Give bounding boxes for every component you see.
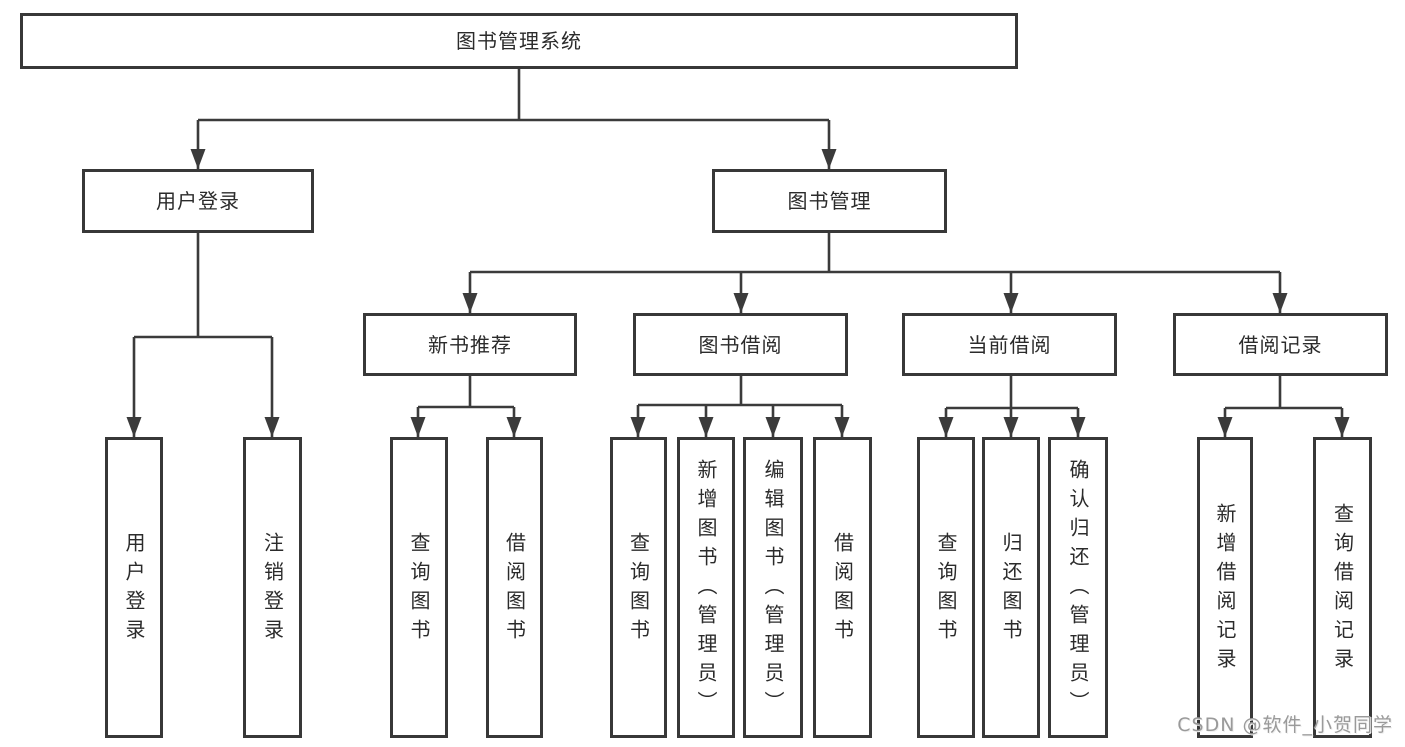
node-logout: 注销登录 xyxy=(243,437,302,738)
node-edit-books-admin: 编辑图书（管理员） xyxy=(743,437,803,738)
node-current-query-books: 查询图书 xyxy=(917,437,975,738)
node-library-management-system: 图书管理系统 xyxy=(20,13,1018,69)
node-confirm-return-admin: 确认归还（管理员） xyxy=(1048,437,1108,738)
node-user-login-group: 用户登录 xyxy=(82,169,314,233)
node-return-books: 归还图书 xyxy=(982,437,1040,738)
watermark: CSDN @软件_小贺同学 xyxy=(1177,714,1393,736)
node-borrow-query-books: 查询图书 xyxy=(610,437,667,738)
node-rec-query-books: 查询图书 xyxy=(390,437,448,738)
node-add-books-admin: 新增图书（管理员） xyxy=(677,437,735,738)
node-rec-borrow-books: 借阅图书 xyxy=(486,437,543,738)
node-book-management: 图书管理 xyxy=(712,169,947,233)
node-add-borrow-record: 新增借阅记录 xyxy=(1197,437,1253,738)
node-book-borrowing: 图书借阅 xyxy=(633,313,848,376)
node-borrow-borrow-books: 借阅图书 xyxy=(813,437,872,738)
node-new-book-recommendation: 新书推荐 xyxy=(363,313,577,376)
connector-lines xyxy=(132,69,1344,437)
node-current-borrowing: 当前借阅 xyxy=(902,313,1117,376)
arrowhead-layer xyxy=(126,149,1350,437)
node-query-borrow-record: 查询借阅记录 xyxy=(1313,437,1372,738)
node-user-login-leaf: 用户登录 xyxy=(105,437,163,738)
node-borrowing-records: 借阅记录 xyxy=(1173,313,1388,376)
